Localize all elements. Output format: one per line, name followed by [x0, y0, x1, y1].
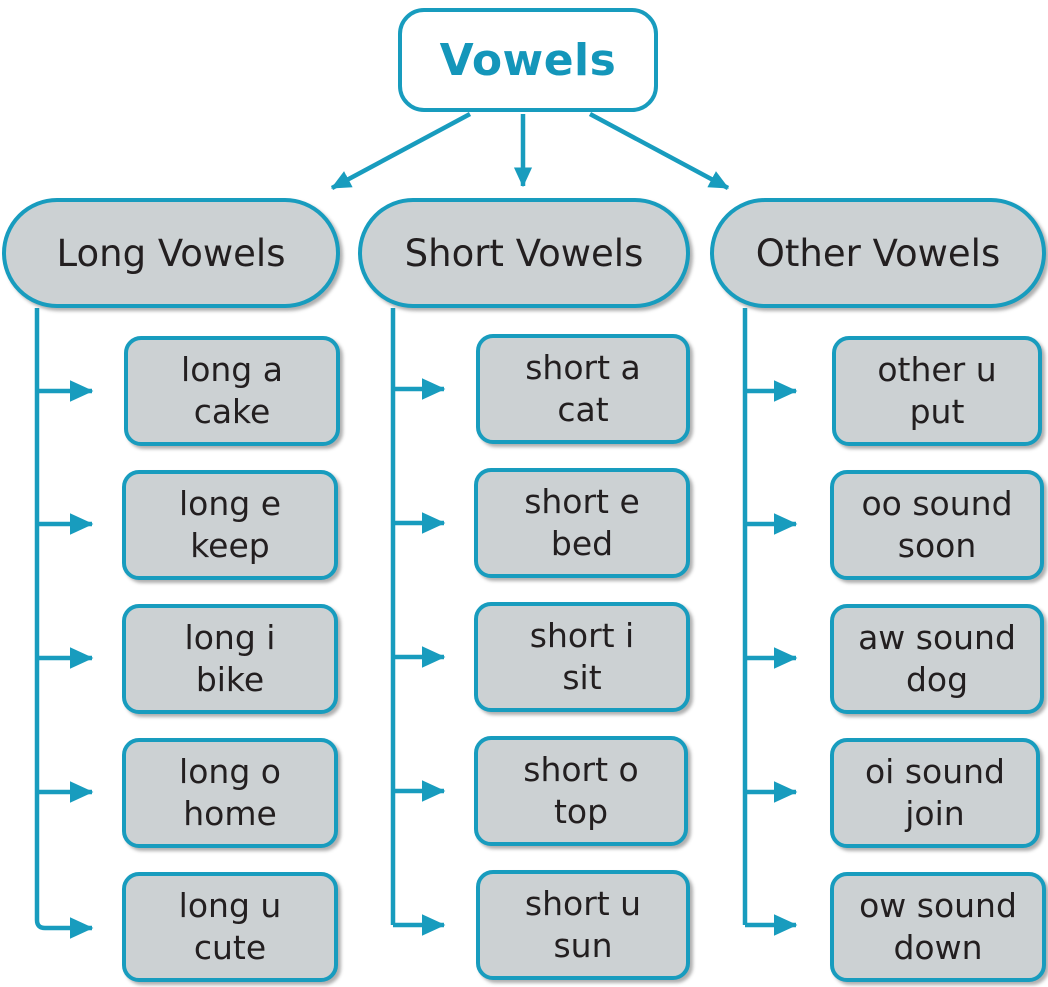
leaf-oo-sound[interactable]: oo sound soon — [830, 470, 1044, 580]
leaf-short-e[interactable]: short e bed — [474, 468, 690, 578]
leaf-oi-sound[interactable]: oi sound join — [830, 738, 1040, 848]
leaf-text: aw sound dog — [858, 618, 1016, 699]
leaf-short-i[interactable]: short i sit — [474, 602, 690, 712]
edge-root-to-long — [330, 112, 472, 190]
leaf-text: ow sound down — [859, 886, 1017, 967]
leaf-text: oo sound soon — [861, 484, 1013, 565]
leaf-long-u[interactable]: long u cute — [122, 872, 338, 982]
leaf-text: short i sit — [529, 616, 635, 697]
leaf-short-u[interactable]: short u sun — [476, 870, 690, 980]
leaf-long-o[interactable]: long o home — [122, 738, 338, 848]
leaf-ow-sound[interactable]: ow sound down — [830, 872, 1046, 982]
leaf-text: long i bike — [184, 618, 276, 699]
node-category-label: Long Vowels — [56, 231, 286, 275]
leaf-text: long a cake — [181, 350, 283, 431]
leaf-text: other u put — [877, 350, 997, 431]
node-root-label: Vowels — [439, 34, 617, 86]
edge-root-to-other — [588, 112, 730, 190]
leaf-short-a[interactable]: short a cat — [476, 334, 690, 444]
leaf-long-i[interactable]: long i bike — [122, 604, 338, 714]
leaf-long-e[interactable]: long e keep — [122, 470, 338, 580]
node-category-long-vowels[interactable]: Long Vowels — [2, 198, 340, 308]
node-category-other-vowels[interactable]: Other Vowels — [710, 198, 1046, 308]
leaf-text: short u sun — [524, 884, 642, 965]
node-category-label: Other Vowels — [755, 231, 1001, 275]
leaf-other-u[interactable]: other u put — [832, 336, 1042, 446]
leaf-text: long u cute — [178, 886, 282, 967]
node-category-short-vowels[interactable]: Short Vowels — [358, 198, 690, 308]
spine-long-vowels — [34, 308, 80, 931]
leaf-text: short e bed — [524, 482, 640, 563]
leaf-aw-sound[interactable]: aw sound dog — [830, 604, 1044, 714]
leaf-long-a[interactable]: long a cake — [124, 336, 340, 446]
leaf-text: oi sound join — [864, 752, 1005, 833]
leaf-text: short a cat — [525, 348, 641, 429]
node-root-vowels[interactable]: Vowels — [398, 8, 658, 112]
leaf-text: short o top — [523, 750, 639, 831]
leaf-text: long e keep — [178, 484, 281, 565]
node-category-label: Short Vowels — [404, 231, 644, 275]
leaf-short-o[interactable]: short o top — [474, 736, 688, 846]
leaf-text: long o home — [179, 752, 281, 833]
